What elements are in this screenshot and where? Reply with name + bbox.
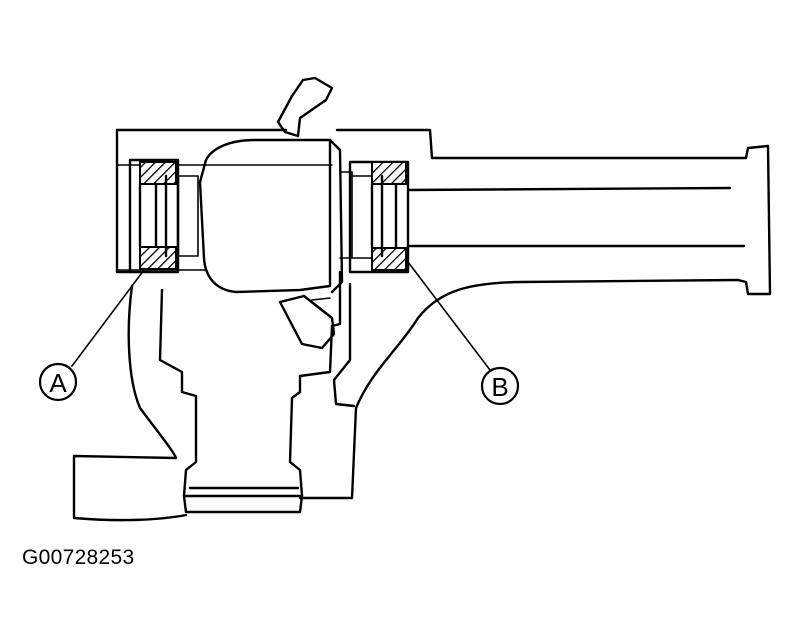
bearing-a — [128, 158, 199, 274]
callout-b-label: B — [491, 372, 508, 402]
housing-outline — [72, 128, 772, 522]
callout-a-label: A — [49, 368, 67, 398]
callout-a: A — [38, 269, 145, 402]
figure-id-label: G00728253 — [22, 546, 135, 569]
bearing-b — [348, 160, 410, 274]
differential-carrier — [198, 76, 353, 350]
callout-b: B — [407, 261, 520, 406]
